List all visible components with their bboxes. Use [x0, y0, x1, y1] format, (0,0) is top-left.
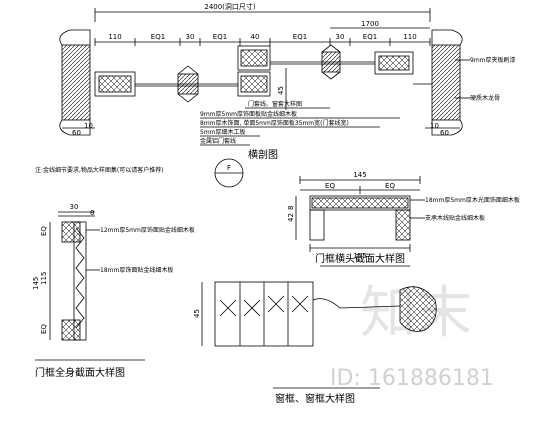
left-jamb-top	[59, 29, 91, 46]
section-width-dim: 8	[90, 209, 94, 217]
head-right-leg	[395, 209, 411, 241]
section-board	[73, 221, 87, 341]
section-title: 门框全身截面大样图	[35, 366, 125, 379]
left-jamb-bottom	[59, 119, 91, 136]
center-note-1: 门套线、窗套大样图	[248, 100, 302, 108]
section-side-label: 145	[32, 277, 40, 290]
dim-label-1: 110	[108, 33, 121, 41]
window-frame-text: 45 窗框、窗框大样图	[193, 309, 355, 405]
circle-label: F	[227, 164, 231, 172]
mullion-2	[321, 51, 341, 73]
section-mid-dim: 115	[40, 272, 48, 285]
mullion-1	[177, 73, 199, 95]
full-section-text: 30 8 EQ 115 EQ 145 12mm厚5mm厚饰面贴金线细木板 18m…	[32, 203, 195, 379]
right-note-1: 9mm厚夹板刷漆	[470, 56, 516, 64]
frame-box-2	[237, 45, 271, 71]
full-section-detail	[35, 211, 145, 361]
frame-head-text: 145 EQ EQ 42 8 115 18mm厚5mm厚木光面饰面细木板 支承木…	[287, 171, 520, 265]
note-line: 注:金线细节要求,物品大样图集(可以请客户推荐)	[35, 166, 164, 174]
height-dim-text: 45	[277, 86, 285, 95]
head-left-leg	[309, 209, 325, 241]
total-dim-text: 2400(洞口尺寸)	[204, 2, 256, 11]
dim-label-5: 40	[251, 33, 260, 41]
section-note-1: 12mm厚5mm厚饰面贴金线细木板	[100, 226, 195, 234]
dim-label-8: EQ1	[363, 33, 377, 41]
top-section	[59, 8, 470, 188]
dim-label-3: 30	[186, 33, 195, 41]
window-frame-detail	[201, 281, 437, 389]
section-top-block	[61, 221, 81, 243]
center-note-3: 8mm厚木饰面, 单面5mm厚饰面板35mm宽(门套线宽)	[200, 119, 349, 127]
window-height-dim: 45	[193, 309, 201, 318]
section-bottom-block	[61, 319, 81, 341]
right-small-dim: 10	[430, 122, 439, 130]
head-top-dim: 145	[353, 171, 366, 179]
top-section-text: 2400(洞口尺寸) 1700 110 EQ1 30 EQ1 40 EQ1 30…	[35, 2, 516, 174]
head-eq-left: EQ	[325, 182, 335, 190]
dim-label-9: 110	[403, 33, 416, 41]
frame-box-4	[374, 51, 414, 75]
watermark-id: ID: 161886181	[330, 366, 494, 391]
head-bottom-dim: 115	[353, 252, 366, 260]
dim-label-2: EQ1	[151, 33, 165, 41]
section-eq-bottom: EQ	[40, 324, 48, 334]
watermark-brand: 知末	[360, 281, 472, 346]
watermark: 知末 ID: 161886181	[330, 281, 494, 391]
left-small-dim: 10	[84, 122, 93, 130]
left-side-dim: 60	[72, 129, 81, 137]
dim-label-4: EQ1	[213, 33, 227, 41]
right-wall	[431, 44, 461, 121]
section-note-2: 18mm厚饰面贴金线细木板	[100, 266, 173, 274]
section-top-dim: 30	[70, 203, 79, 211]
sub-dim-text: 1700	[361, 20, 379, 28]
frame-head-detail	[295, 176, 425, 267]
right-side-dim: 60	[440, 129, 449, 137]
dim-label-6: EQ1	[293, 33, 307, 41]
dim-label-7: 30	[336, 33, 345, 41]
head-top-board	[309, 195, 411, 211]
center-note-5: 金属铝门套线	[200, 137, 236, 145]
window-glass-line	[312, 298, 401, 309]
center-note-2: 9mm厚5mm厚饰面板贴金线细木板	[200, 110, 297, 118]
right-note-2: 硬质木龙骨	[470, 94, 500, 102]
head-height-dim-2: 8	[287, 206, 295, 210]
head-note-2: 支承木线贴金线细木板	[425, 214, 485, 222]
head-title: 门框横头截面大样图	[315, 252, 405, 265]
window-title: 窗框、窗框大样图	[275, 392, 355, 405]
head-note-1: 18mm厚5mm厚木光面饰面细木板	[425, 196, 520, 204]
section-eq-top: EQ	[40, 226, 48, 236]
left-wall	[61, 44, 91, 121]
center-note-4: 5mm厚细木工板	[200, 128, 246, 136]
window-end-profile	[399, 286, 437, 332]
section-label: 横剖图	[248, 148, 278, 161]
right-jamb-top	[431, 29, 463, 46]
right-jamb-bottom	[431, 119, 463, 136]
head-eq-right: EQ	[385, 182, 395, 190]
head-height-dim-1: 42	[287, 213, 295, 222]
